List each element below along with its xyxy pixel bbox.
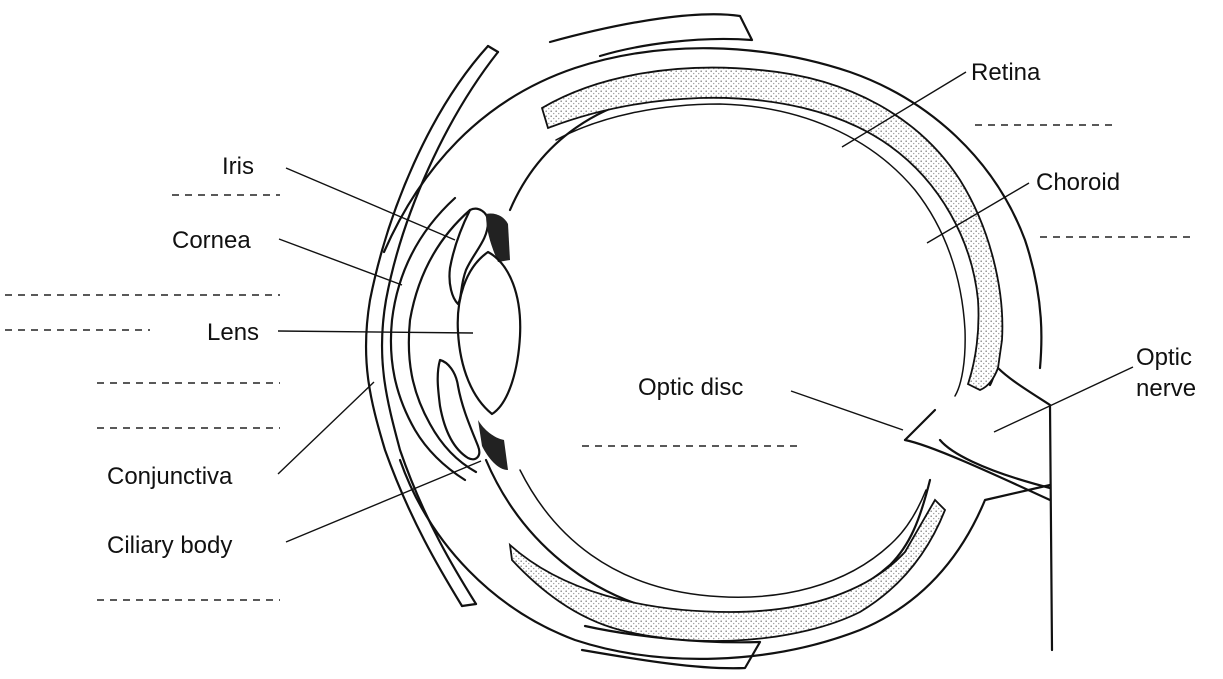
- conjunctiva-leader: [278, 382, 374, 474]
- ciliary-body-leader: [286, 461, 481, 542]
- iris-leader: [286, 168, 455, 240]
- label-conjunctiva: Conjunctiva: [107, 463, 233, 490]
- ciliary-body: [478, 213, 510, 470]
- iris: [438, 209, 488, 460]
- retina-layer: [520, 104, 965, 597]
- optic-disc-leader: [791, 391, 903, 430]
- label-lens: Lens: [207, 319, 259, 346]
- answer-blanks: [5, 125, 1195, 600]
- conjunctiva-strip: [366, 46, 498, 606]
- sclera: [384, 14, 1050, 668]
- optic-nerve-leader: [994, 367, 1133, 432]
- label-optic-disc: Optic disc: [638, 374, 743, 401]
- cornea: [391, 198, 476, 480]
- label-cornea: Cornea: [172, 227, 251, 254]
- lens-leader: [278, 331, 473, 333]
- label-choroid: Choroid: [1036, 169, 1120, 196]
- optic-nerve: [905, 368, 1052, 650]
- choroid-layer: [510, 68, 1002, 641]
- label-iris: Iris: [222, 153, 254, 180]
- label-optic-nerve-line1: Optic: [1136, 344, 1192, 371]
- label-retina: Retina: [971, 59, 1041, 86]
- label-ciliary-body: Ciliary body: [107, 532, 232, 559]
- label-optic-nerve-line2: nerve: [1136, 375, 1196, 402]
- leader-lines: [278, 72, 1133, 542]
